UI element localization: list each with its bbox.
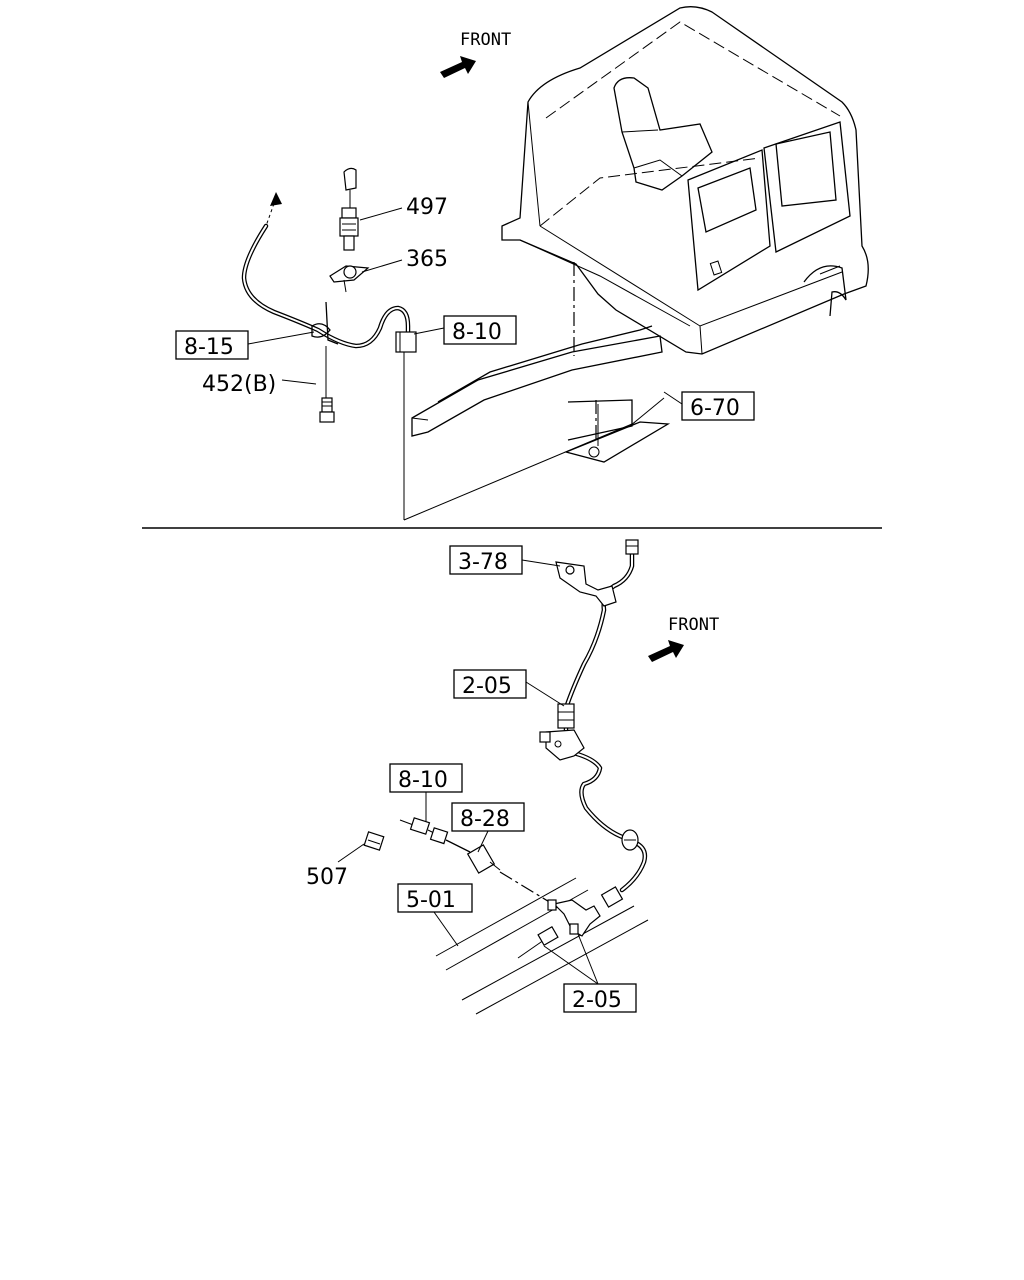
ref-box-2-05-top: [453, 669, 527, 699]
ref-box-2-05-bottom: [563, 983, 637, 1013]
part-507-cap: [363, 831, 385, 851]
frame-rail-lower: [435, 877, 649, 1015]
ref-8-10-lower: 8-10: [398, 768, 448, 793]
ref-2-05-top: 2-05: [462, 674, 512, 699]
harness-lower: [399, 817, 501, 874]
ref-box-8-15: [175, 330, 249, 360]
harness-connector-upper: [395, 331, 417, 353]
ref-box-5-01: [397, 883, 473, 913]
ref-box-8-10-upper: [443, 315, 517, 345]
ref-8-28: 8-28: [460, 807, 510, 832]
ref-8-15: 8-15: [184, 335, 234, 360]
ref-box-8-10-lower: [389, 763, 463, 793]
part-452b-bolt: [319, 346, 335, 423]
front-label-upper: FRONT: [460, 30, 511, 50]
ref-8-10-upper: 8-10: [452, 320, 502, 345]
ref-2-05-bottom: 2-05: [572, 988, 622, 1013]
label-497: 497: [406, 195, 448, 220]
ref-6-70: 6-70: [690, 396, 740, 421]
ref-box-8-28: [451, 802, 525, 832]
label-507: 507: [306, 865, 348, 890]
tee-fitting: [517, 899, 601, 959]
lower-section: FRONT 3-78: [306, 539, 719, 1015]
ref-box-6-70: [681, 391, 755, 421]
cab-body: [501, 6, 869, 355]
cable-harness-upper: [241, 192, 417, 353]
brake-pipe: [539, 539, 648, 908]
label-452b: 452(B): [202, 372, 276, 397]
front-arrow-icon-upper: [440, 56, 476, 78]
part-365-clip: [329, 265, 370, 293]
label-365: 365: [406, 247, 448, 272]
front-arrow-icon-lower: [648, 640, 684, 662]
part-497-sensor: [339, 167, 359, 251]
chassis-frame: [411, 325, 671, 463]
upper-section: FRONT: [175, 6, 869, 521]
front-label-lower: FRONT: [668, 615, 719, 635]
ref-3-78: 3-78: [458, 550, 508, 575]
ref-5-01: 5-01: [406, 888, 456, 913]
